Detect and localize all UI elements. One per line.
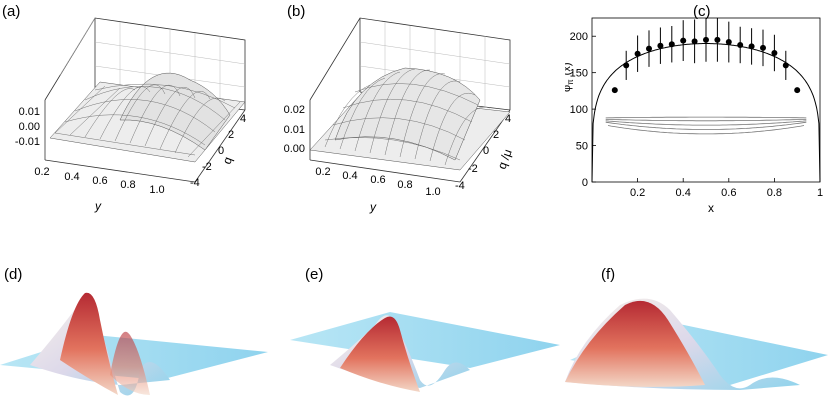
panel-a-y-tick: 1.0 (149, 184, 164, 196)
data-point (794, 87, 801, 94)
lattice-curve (605, 120, 807, 126)
chart-lattice-curves (605, 116, 807, 135)
x-tick-label: 0.8 (767, 187, 782, 199)
panel-a-y-ticks: 0.2 0.4 0.6 0.8 1.0 (34, 166, 164, 196)
panel-b-q-tick: 4 (505, 113, 511, 125)
panel-b-label: (b) (287, 3, 306, 20)
data-point (691, 38, 698, 45)
lattice-curve (607, 125, 805, 135)
panel-a-surface (49, 72, 246, 163)
panel-a-label: (a) (2, 3, 21, 20)
panel-a-z-tick: 0.00 (19, 121, 40, 133)
chart-x-label: x (708, 201, 714, 215)
panel-b-y-label: y (369, 200, 377, 214)
panel-a-z-tick: -0.01 (15, 136, 40, 148)
x-tick-label: 0.2 (630, 187, 645, 199)
panel-b-z-tick: 0.00 (284, 143, 305, 155)
y-tick-label: 0 (582, 177, 588, 189)
panel-a-z-ticks: 0.01 0.00 -0.01 (15, 106, 40, 148)
panel-b-q-tick: -2 (468, 163, 478, 175)
panel-a-q-tick: -4 (190, 177, 200, 189)
y-tick-label: 50 (576, 141, 588, 153)
panel-c-chart: 0 50 100 150 200 0.2 0.4 0.6 0.8 1 x φπ (x) (565, 17, 823, 215)
chart-y-label-main: φ (565, 85, 573, 92)
data-point (760, 44, 766, 51)
panel-b-z-ticks: 0.02 0.01 0.00 (284, 104, 305, 155)
panel-a-y-label: y (94, 199, 102, 213)
data-point (782, 62, 789, 69)
panel-b-surface-plot: 0.02 0.01 0.00 0.2 0.4 0.6 0.8 1.0 y 4 2… (284, 17, 515, 214)
panel-b-q-label: q /μ (495, 147, 515, 171)
data-point (668, 41, 675, 48)
chart-y-label-sub: π (566, 79, 575, 85)
data-point (623, 62, 630, 69)
panel-c-label: (c) (693, 3, 711, 20)
lattice-curve (605, 118, 807, 122)
data-point (771, 49, 778, 56)
panel-a-q-tick: 4 (240, 113, 246, 125)
data-point (657, 42, 664, 49)
panel-b-q-tick: 2 (493, 129, 499, 141)
data-point (725, 39, 732, 46)
x-tick-label: 0.6 (721, 187, 736, 199)
lattice-curve (605, 121, 807, 130)
panel-a-y-tick: 0.8 (120, 179, 135, 191)
panel-a-q-tick: -2 (202, 161, 212, 173)
data-point (611, 87, 618, 94)
panel-b-q-tick: -4 (455, 180, 465, 192)
panel-a-q-label: q (220, 155, 235, 166)
chart-y-label: φπ (x) (565, 63, 575, 93)
panel-a-q-tick: 0 (218, 145, 224, 157)
panel-b-q-tick: 0 (483, 145, 489, 157)
panel-a-q-tick: 2 (228, 129, 234, 141)
panel-b-y-tick: 0.2 (315, 166, 330, 178)
panel-b-y-ticks: 0.2 0.4 0.6 0.8 1.0 (315, 166, 440, 198)
panel-e-label: (e) (305, 266, 324, 283)
panel-b-y-tick: 1.0 (425, 186, 440, 198)
y-tick-label: 100 (570, 104, 588, 116)
panel-b-surface (309, 67, 511, 171)
panel-d-surface (0, 292, 268, 396)
bottom-surfaces (0, 292, 828, 396)
x-tick-label: 1 (817, 187, 823, 199)
panel-b-y-tick: 0.4 (342, 170, 357, 182)
data-point (703, 36, 709, 43)
panel-b-y-tick: 0.6 (370, 174, 385, 186)
panel-b-z-tick: 0.02 (284, 104, 305, 116)
panel-e-surface (290, 312, 560, 392)
chart-axes: 0 50 100 150 200 0.2 0.4 0.6 0.8 1 (570, 17, 823, 199)
lattice-curve (605, 116, 807, 119)
panel-a-y-tick: 0.2 (34, 166, 49, 178)
panel-f-label: (f) (601, 266, 616, 283)
panel-d-label: (d) (4, 266, 23, 283)
chart-y-label-arg: (x) (565, 63, 573, 76)
data-point (714, 36, 721, 43)
data-point (646, 45, 652, 52)
panel-a-surface-plot: 0.01 0.00 -0.01 0.2 0.4 0.6 0.8 1.0 y 4 … (15, 17, 246, 213)
panel-b-z-tick: 0.01 (284, 124, 305, 136)
data-point (634, 50, 641, 57)
panel-a-y-tick: 0.4 (64, 171, 79, 183)
data-point (737, 41, 744, 48)
panel-f-surface (565, 298, 828, 390)
panel-b-y-tick: 0.8 (397, 179, 412, 191)
panel-b-q-ticks: 4 2 0 -2 -4 (455, 113, 511, 192)
panel-a-y-tick: 0.6 (92, 175, 107, 187)
y-tick-label: 200 (570, 31, 588, 43)
data-point (748, 43, 755, 50)
panel-a-q-ticks: 4 2 0 -2 -4 (190, 113, 246, 189)
data-point (680, 37, 687, 44)
x-tick-label: 0.4 (676, 187, 691, 199)
panel-a-z-tick: 0.01 (19, 106, 40, 118)
y-tick-label: 150 (570, 68, 588, 80)
chart-points (611, 18, 801, 94)
